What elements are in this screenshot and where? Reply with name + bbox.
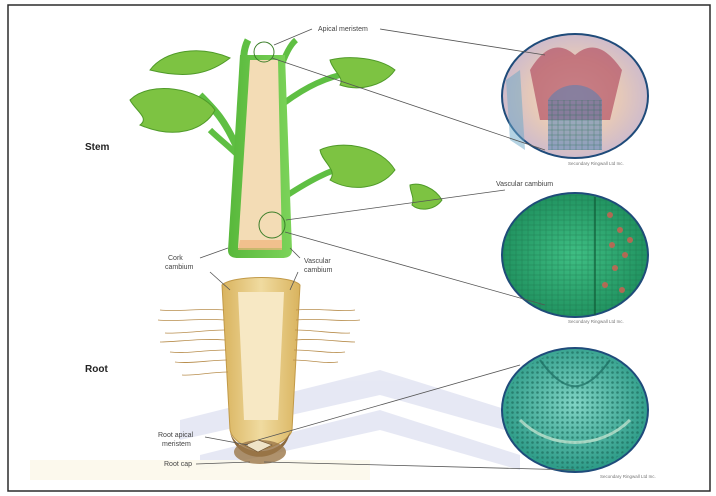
root-apical-meristem-label-line1: Root apical bbox=[158, 432, 193, 439]
cork-cambium-label-line1: Cork bbox=[168, 255, 183, 262]
stem-label: Stem bbox=[85, 142, 110, 153]
vascular-cambium-top-label: Vascular cambium bbox=[496, 181, 553, 188]
cork-cambium-label-line2: cambium bbox=[165, 264, 194, 271]
credit-vascular: Secondary Ringwall Ltd Inc. bbox=[568, 319, 624, 324]
micrograph-apical bbox=[502, 34, 648, 158]
credit-root: Secondary Ringwall Ltd Inc. bbox=[600, 474, 656, 479]
root-cap-label: Root cap bbox=[164, 461, 192, 468]
micrograph-vascular bbox=[502, 193, 648, 317]
credit-apical: Secondary Ringwall Ltd Inc. bbox=[568, 161, 624, 166]
root-label: Root bbox=[85, 364, 108, 375]
micrograph-root bbox=[502, 348, 648, 472]
vascular-cambium-label-line1: Vascular bbox=[304, 258, 331, 265]
vascular-cambium-label-line2: cambium bbox=[304, 267, 333, 274]
root-apical-meristem-label-line2: meristem bbox=[162, 441, 191, 448]
apical-meristem-label: Apical meristem bbox=[318, 26, 368, 33]
